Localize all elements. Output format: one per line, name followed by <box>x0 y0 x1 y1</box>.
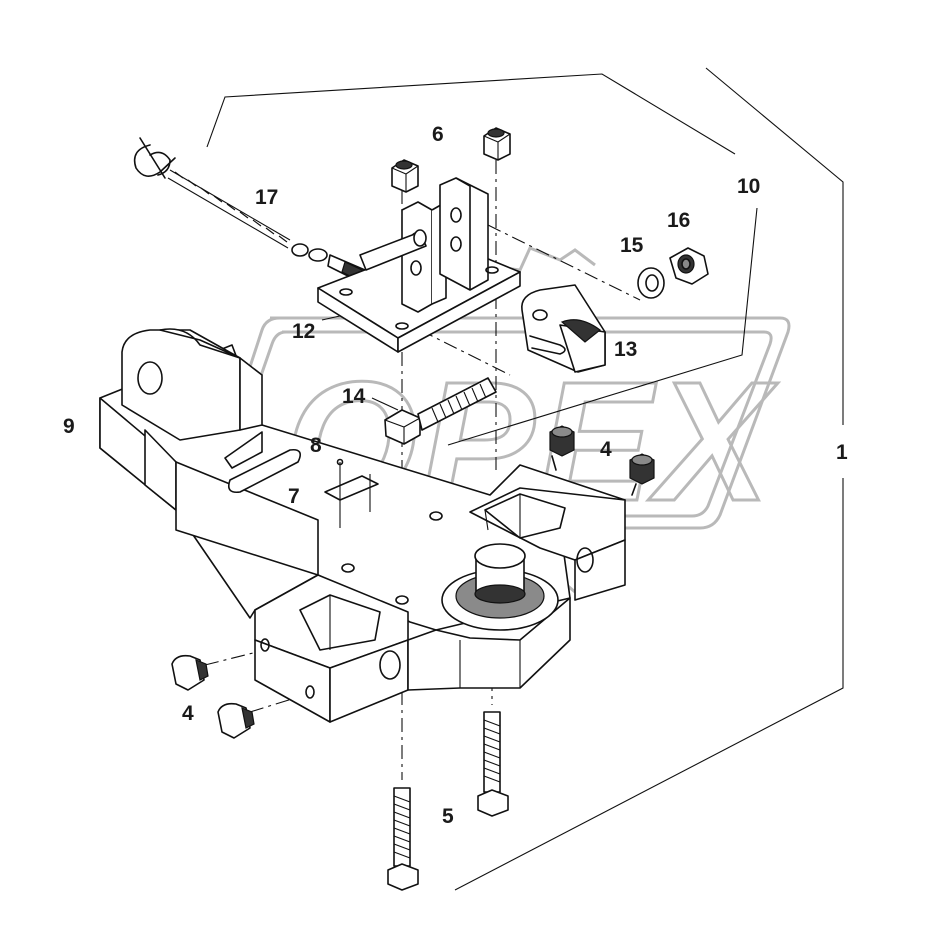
bolt-5-left <box>387 787 419 891</box>
label-part-12: 12 <box>292 320 315 343</box>
label-part-1: 1 <box>836 441 848 464</box>
plug-4-upper-right <box>549 425 575 471</box>
nut-6-left <box>391 159 419 193</box>
lynch-pin-chain <box>133 137 366 283</box>
label-part-10: 10 <box>737 175 760 198</box>
nut-16 <box>669 247 709 285</box>
label-part-4-right: 4 <box>600 438 612 461</box>
label-part-17: 17 <box>255 186 278 209</box>
label-part-15: 15 <box>620 234 644 257</box>
plug-4-left-upper <box>171 654 209 691</box>
plug-4-lower-right <box>629 453 655 496</box>
plug-4-left-lower <box>217 702 255 739</box>
label-part-4-left: 4 <box>182 702 194 725</box>
nut-6-right <box>483 127 511 161</box>
hitch-body-9 <box>99 328 626 723</box>
label-part-14: 14 <box>342 385 366 408</box>
assembly-bracket <box>206 67 844 891</box>
label-part-13: 13 <box>614 338 637 361</box>
washer-15 <box>637 267 665 299</box>
label-part-9: 9 <box>63 415 75 438</box>
clevis-bracket-12 <box>317 177 521 353</box>
bolt-14 <box>384 377 497 445</box>
lock-jaw-13 <box>521 284 606 373</box>
label-part-16: 16 <box>667 209 690 232</box>
label-part-8: 8 <box>310 434 322 457</box>
label-part-7: 7 <box>288 485 300 508</box>
label-part-5: 5 <box>442 805 454 828</box>
label-part-6: 6 <box>432 123 444 146</box>
bolt-5-center <box>477 711 509 817</box>
